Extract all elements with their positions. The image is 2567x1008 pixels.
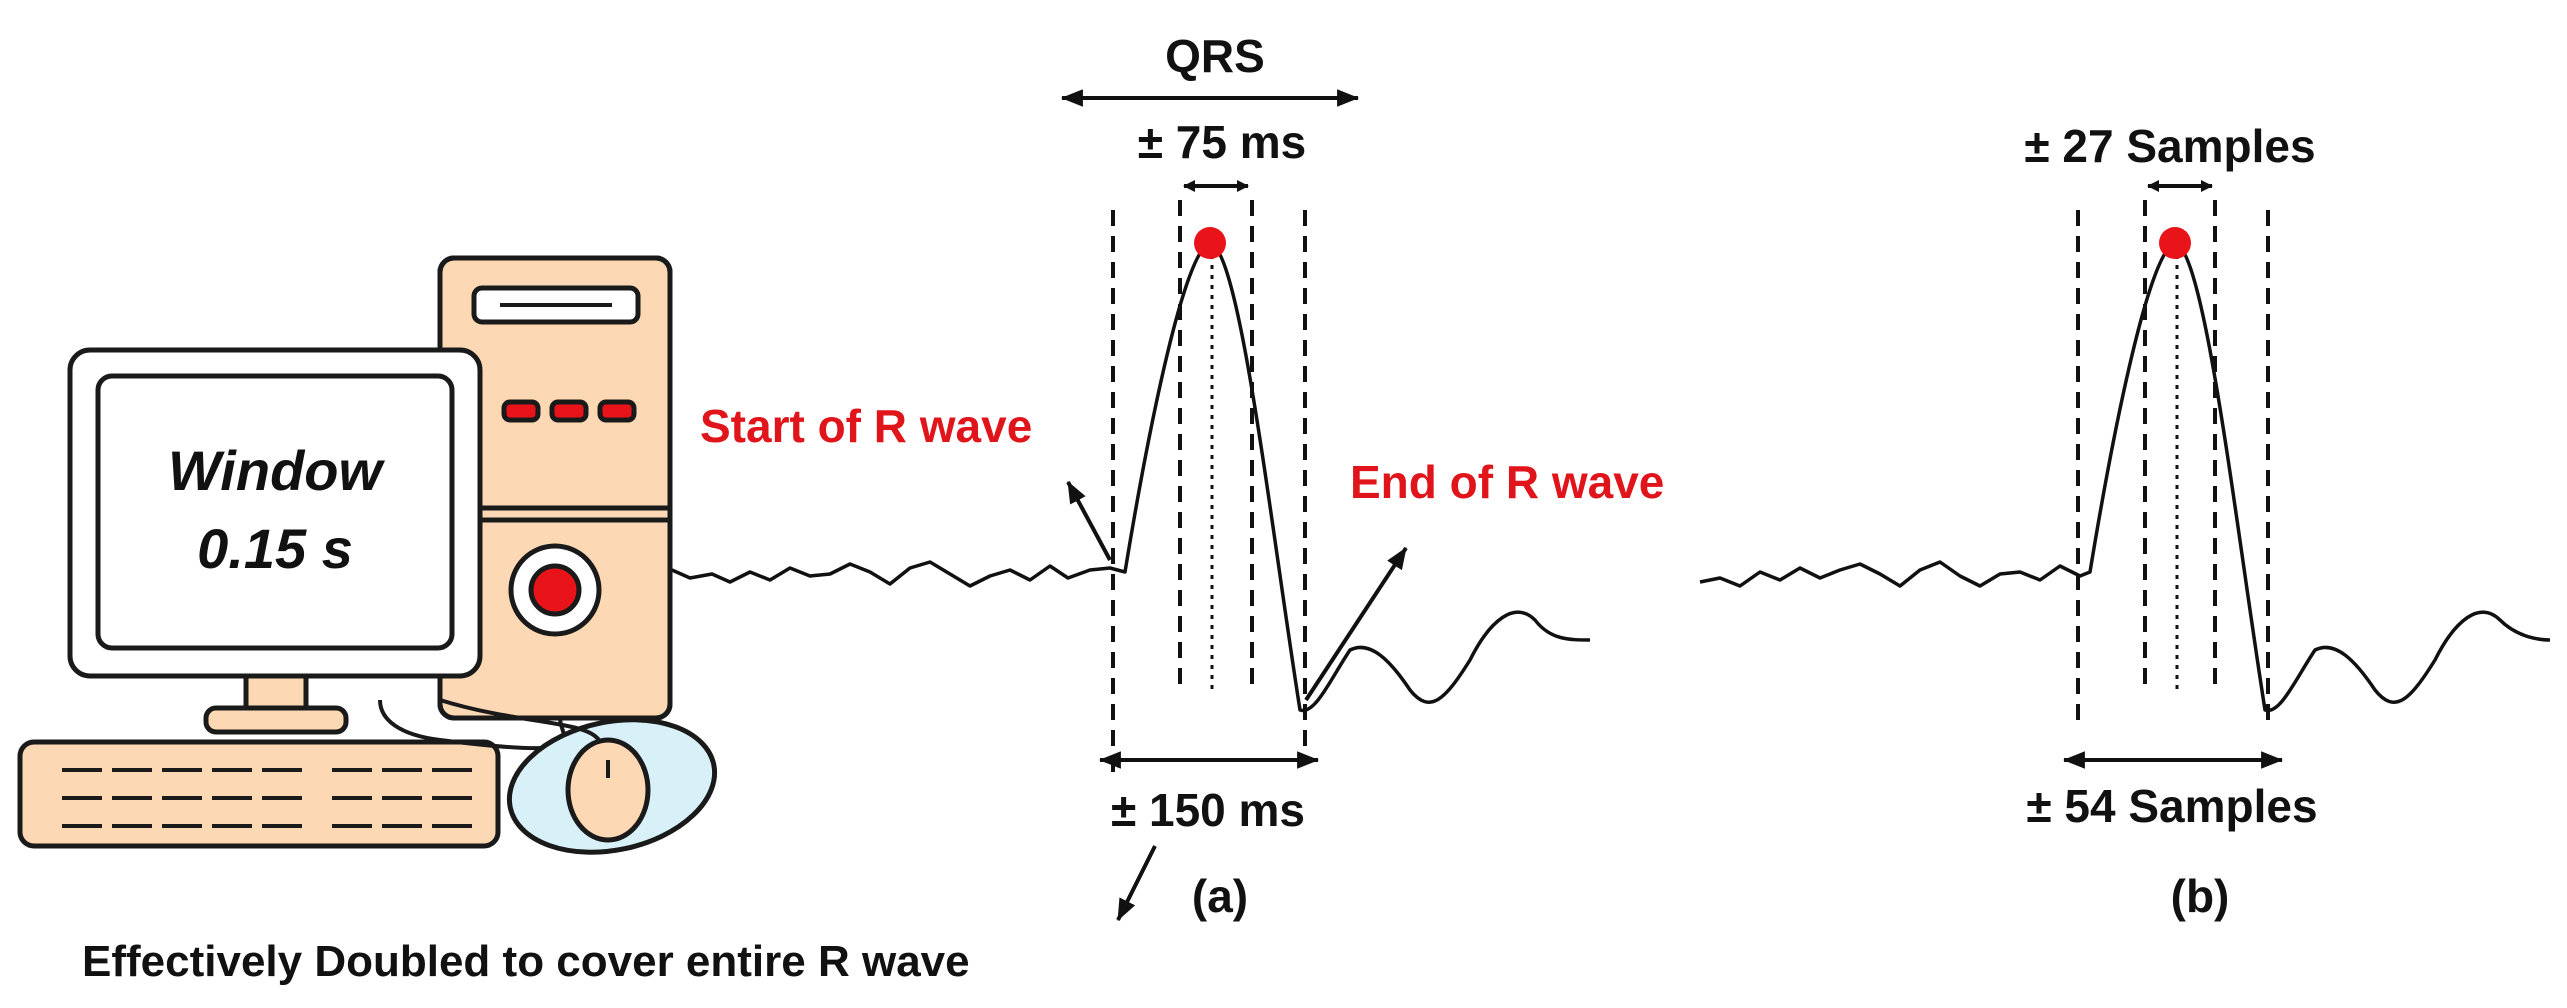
end-of-r-wave-pointer (1304, 546, 1408, 702)
ecg-waveform-b (1699, 241, 2551, 713)
computer-illustration (17, 255, 718, 855)
doubled-note-pointer (1116, 845, 1157, 921)
inner-window-label-a: ± 75 ms (1138, 116, 1306, 168)
keyboard-icon (17, 739, 501, 849)
panel-b-label: (b) (2171, 870, 2230, 922)
mouse-icon (439, 698, 718, 855)
doubled-window-note: Effectively Doubled to cover entire R wa… (82, 937, 970, 986)
panel-a: QRS ± 75 ms Start of R wave End of R wav… (671, 30, 1664, 922)
qrs-label: QRS (1165, 30, 1265, 82)
monitor-icon (67, 347, 483, 735)
start-of-r-wave-pointer (1066, 481, 1112, 561)
inner-window-label-b: ± 27 Samples (2024, 120, 2315, 172)
start-of-r-wave-label: Start of R wave (700, 400, 1032, 452)
panel-b: ± 27 Samples ± 54 Samples (b) (1699, 120, 2551, 922)
ecg-waveform-a (671, 241, 1591, 713)
outer-window-label-a: ± 150 ms (1111, 784, 1305, 836)
panel-a-label: (a) (1192, 870, 1248, 922)
end-of-r-wave-label: End of R wave (1350, 456, 1664, 508)
r-peak-marker-b (2159, 227, 2191, 259)
screen-duration-label: 0.15 s (197, 517, 353, 580)
r-peak-marker-a (1194, 227, 1226, 259)
outer-window-label-b: ± 54 Samples (2026, 780, 2317, 832)
screen-window-label: Window (168, 439, 386, 502)
